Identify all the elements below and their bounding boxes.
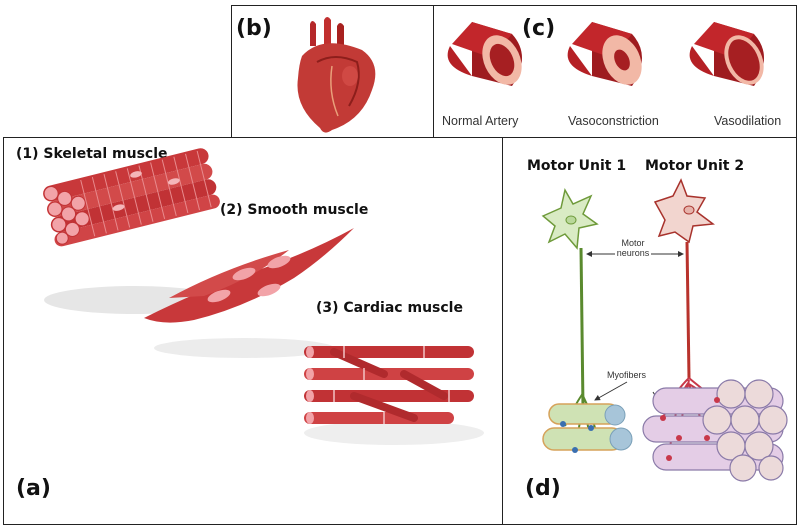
motor-unit-2-label: Motor Unit 2 [645, 158, 745, 174]
motor-unit-illustration [541, 178, 788, 482]
artery-label-vasodilation: Vasodilation [714, 114, 782, 128]
myofibers-label: Myofibers [607, 370, 647, 380]
smooth-muscle-label: (2) Smooth muscle [220, 202, 369, 218]
artery-illustrations [447, 22, 764, 86]
panel-c: (c) Normal Artery Vasoconstriction Vas [433, 5, 797, 138]
panel-b: (b) [231, 5, 435, 138]
vasodilation-artery [689, 22, 764, 86]
motor-neurons-label: Motor neurons [616, 238, 650, 258]
panel-d-label: (d) [525, 476, 561, 501]
panel-d: Motor Unit 1 Motor Unit 2 Motor neurons … [502, 137, 797, 525]
panel-c-label: (c) [522, 16, 556, 41]
skeletal-muscle [43, 148, 220, 247]
panel-a: (1) Skeletal muscle (2) Smooth muscle (3… [3, 137, 503, 525]
vasoconstriction-artery [567, 22, 642, 86]
artery-label-normal: Normal Artery [442, 114, 519, 128]
normal-artery [447, 22, 522, 86]
smooth-muscle [144, 228, 354, 323]
motor-unit-1-label: Motor Unit 1 [527, 158, 627, 174]
panel-a-label: (a) [16, 476, 51, 501]
muscle-illustrations [43, 148, 484, 445]
panel-b-label: (b) [236, 16, 272, 41]
myofibers-unit-1 [542, 403, 633, 453]
cardiac-muscle-label: (3) Cardiac muscle [316, 300, 463, 316]
heart-illustration [297, 17, 376, 133]
myofibers-unit-2 [642, 379, 788, 482]
artery-label-vasoconstriction: Vasoconstriction [568, 114, 659, 128]
skeletal-muscle-label: (1) Skeletal muscle [16, 146, 168, 162]
cardiac-muscle [304, 346, 474, 424]
